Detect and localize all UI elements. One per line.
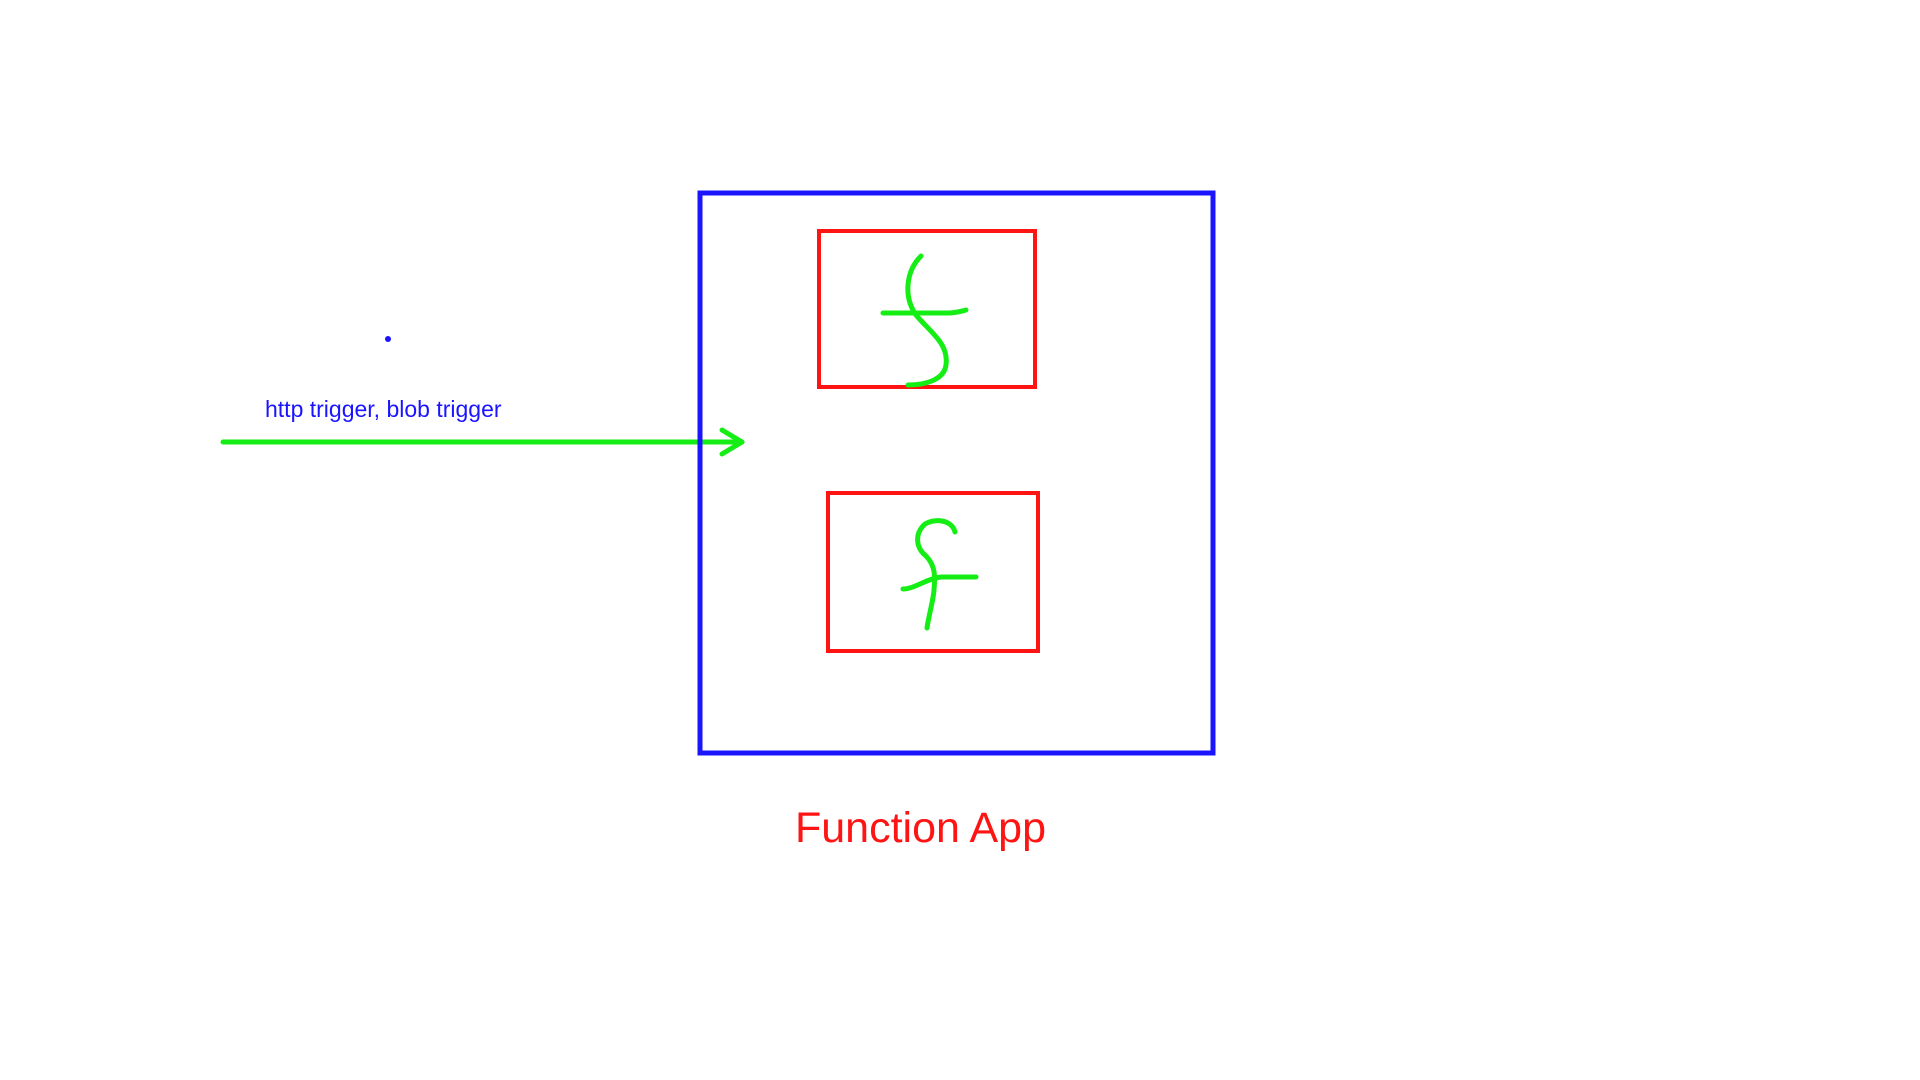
function-glyph-1-bar [880, 307, 969, 316]
function-icon [880, 253, 969, 388]
function-box-2-frame [826, 491, 1040, 653]
function-glyph-2-stroke [915, 518, 958, 631]
stray-dot [385, 336, 391, 342]
trigger-label: http trigger, blob trigger [265, 396, 502, 422]
function-icon [900, 518, 979, 631]
function-glyph-1-stroke [905, 253, 949, 388]
arrow-head [719, 427, 745, 457]
function-box-1-frame [817, 229, 1037, 389]
function-box-2 [826, 491, 1040, 653]
function-glyph-2-bar [900, 574, 979, 592]
function-box-1 [817, 229, 1037, 389]
trigger-arrow [220, 427, 745, 457]
function-app-label: Function App [795, 804, 1046, 852]
function-app-container [697, 190, 1216, 756]
